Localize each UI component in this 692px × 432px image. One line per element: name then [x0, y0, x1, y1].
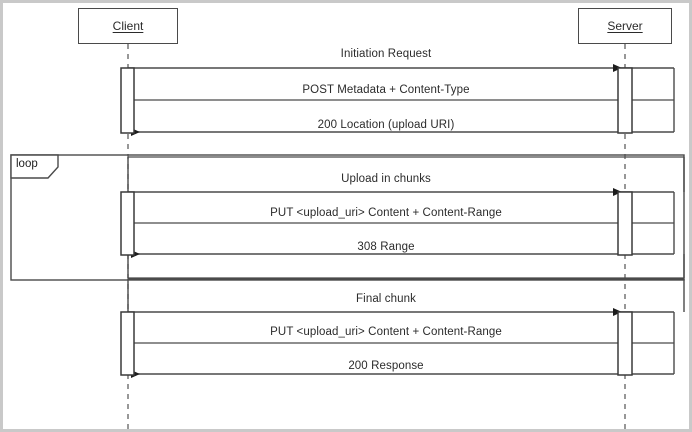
message-label-put-final-chunk: PUT <upload_uri> Content + Content-Range	[270, 326, 502, 338]
message-label-post-metadata: POST Metadata + Content-Type	[302, 84, 470, 96]
activation-bar-server-3	[617, 311, 633, 376]
activation-bar-client-2	[120, 191, 135, 256]
message-label-put-chunk: PUT <upload_uri> Content + Content-Range	[270, 207, 502, 219]
loop-fragment-outline	[10, 154, 685, 281]
message-label-200-location: 200 Location (upload URI)	[317, 119, 455, 131]
note-initiation-request: Initiation Request	[340, 48, 432, 60]
participant-server-label: Server	[607, 19, 643, 33]
note-final-chunk: Final chunk	[356, 293, 416, 305]
activation-bar-server-2	[617, 191, 633, 256]
note-upload-in-chunks: Upload in chunks	[341, 173, 431, 185]
participant-server[interactable]: Server	[578, 8, 672, 44]
activation-bar-server-1	[617, 67, 633, 134]
activation-bar-client-1	[120, 67, 135, 134]
message-label-308-range: 308 Range	[357, 241, 415, 253]
activation-bar-client-3	[120, 311, 135, 376]
participant-client[interactable]: Client	[78, 8, 178, 44]
message-label-200-response: 200 Response	[348, 360, 424, 372]
loop-fragment-operator-label: loop	[16, 158, 38, 170]
participant-client-label: Client	[112, 19, 144, 33]
